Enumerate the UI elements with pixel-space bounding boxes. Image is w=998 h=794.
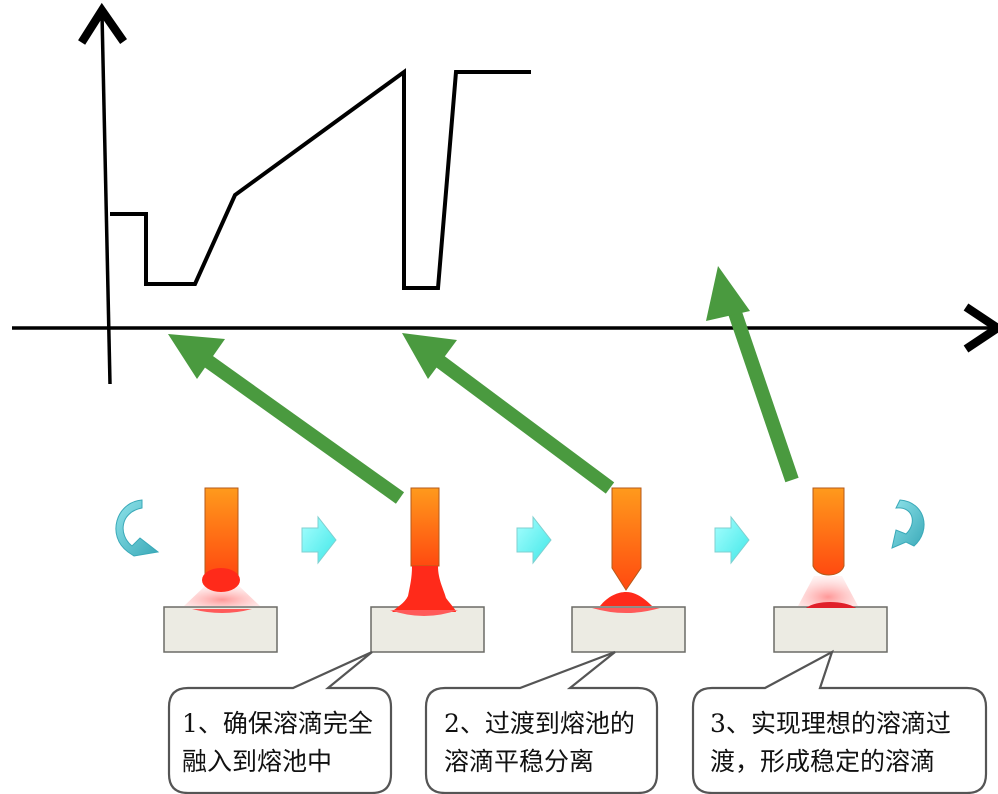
weld-stage-4 xyxy=(773,487,888,653)
pointer-arrow-2 xyxy=(402,333,615,494)
callout-1-line2: 融入到熔池中 xyxy=(182,747,332,776)
molten-droplet xyxy=(392,566,456,612)
y-axis xyxy=(78,2,128,385)
callout-1: 1、确保溶滴完全 融入到熔池中 xyxy=(167,650,393,794)
electrode xyxy=(410,487,440,567)
flow-arrow-icon xyxy=(516,515,552,565)
callout-1-line1: 1、确保溶滴完全 xyxy=(182,709,373,738)
callout-2-line1: 2、过渡到熔池的 xyxy=(444,709,635,738)
electrode xyxy=(812,487,845,576)
electrode xyxy=(204,487,239,577)
weld-pool xyxy=(390,610,458,616)
arc-glow xyxy=(798,576,858,606)
weld-stage-3 xyxy=(571,487,686,653)
workpiece xyxy=(571,606,686,653)
callout-2: 2、过渡到熔池的 溶滴平稳分离 xyxy=(424,650,659,794)
flow-arrow-icon xyxy=(714,515,750,565)
cycle-arrow-left-icon xyxy=(115,499,160,557)
callout-2-line2: 溶滴平稳分离 xyxy=(444,747,594,776)
pointer-arrow-3 xyxy=(706,266,799,483)
callout-3-line1: 3、实现理想的溶滴过 xyxy=(710,709,951,738)
weld-stage-2 xyxy=(370,487,485,653)
workpiece xyxy=(163,606,278,653)
molten-droplet xyxy=(600,592,652,606)
weld-pool xyxy=(806,602,856,608)
pointer-arrow-1 xyxy=(168,334,405,504)
cycle-arrow-right-icon xyxy=(891,499,925,549)
workpiece xyxy=(773,606,888,653)
electrode xyxy=(611,487,642,591)
callout-3: 3、实现理想的溶滴过 渡，形成稳定的溶滴 xyxy=(691,649,988,794)
current-waveform xyxy=(110,68,531,290)
weld-stage-1 xyxy=(163,487,278,653)
callout-3-line2: 渡，形成稳定的溶滴 xyxy=(710,747,935,776)
flow-arrow-icon xyxy=(301,515,337,565)
arc-glow xyxy=(184,585,260,606)
weld-pool xyxy=(192,609,252,613)
molten-droplet xyxy=(202,568,240,592)
weld-pool xyxy=(592,608,660,613)
